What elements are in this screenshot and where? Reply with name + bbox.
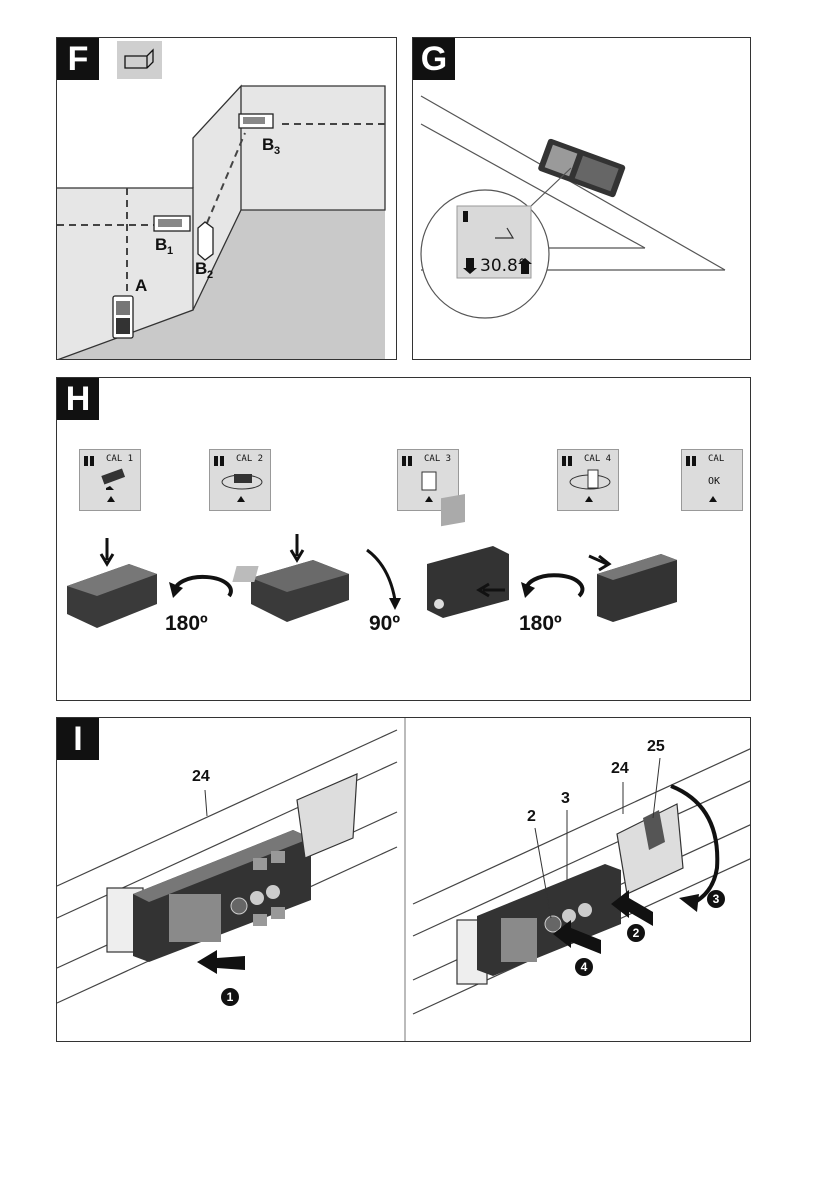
label-24-left: 24 [192, 768, 210, 786]
panel-f-illustration: B 3 B 1 B 2 A [57, 38, 397, 360]
device-position-1 [57, 564, 157, 628]
label-a: A [135, 276, 147, 295]
rotate-180-icon-2 [526, 575, 582, 596]
step-4-badge: 4 [575, 958, 593, 976]
push-arrow-icon-1 [197, 950, 245, 974]
label-b1-sub: 1 [167, 245, 173, 257]
label-2: 2 [527, 808, 536, 826]
panel-h-illustration [57, 378, 751, 701]
rotate-180-icon-1 [175, 577, 231, 596]
rotation-label-3: 180º [519, 612, 562, 636]
rotation-label-1: 180º [165, 612, 208, 636]
label-b2: B [195, 259, 207, 278]
panel-g: G 30.8° [412, 37, 751, 360]
press-arrow-icon-4 [589, 556, 609, 570]
step-2-badge: 2 [627, 924, 645, 942]
panel-i: I [56, 717, 751, 1042]
rangefinder-right [477, 864, 621, 976]
label-3: 3 [561, 790, 570, 808]
label-24-right: 24 [611, 760, 629, 778]
device-position-2 [232, 560, 349, 622]
wall-area-mode-icon [117, 41, 162, 79]
label-b2-sub: 2 [207, 269, 213, 281]
press-arrow-icon-2 [291, 534, 303, 560]
step-1-badge: 1 [221, 988, 239, 1006]
panel-h: H CAL 1 CAL 2 CAL 3 CAL 4 CAL OK [56, 377, 751, 701]
rangefinder-left [133, 830, 311, 962]
rotate-90-icon [367, 550, 395, 600]
device-b2 [198, 222, 213, 260]
label-b3: B [262, 135, 274, 154]
step-3-badge: 3 [707, 890, 725, 908]
panel-g-illustration [413, 38, 751, 360]
label-25: 25 [647, 738, 665, 756]
press-arrow-icon [101, 538, 113, 564]
inclination-reading: 30.8° [480, 256, 526, 276]
clamp-knob-left [297, 774, 357, 858]
label-b3-sub: 3 [274, 145, 280, 157]
device-position-3 [427, 494, 509, 618]
panel-i-illustration [57, 718, 751, 1042]
label-b1: B [155, 235, 167, 254]
rotation-label-2: 90º [369, 612, 400, 636]
panel-f: F B 3 B 1 B 2 A [56, 37, 397, 360]
device-on-slope [537, 138, 626, 198]
